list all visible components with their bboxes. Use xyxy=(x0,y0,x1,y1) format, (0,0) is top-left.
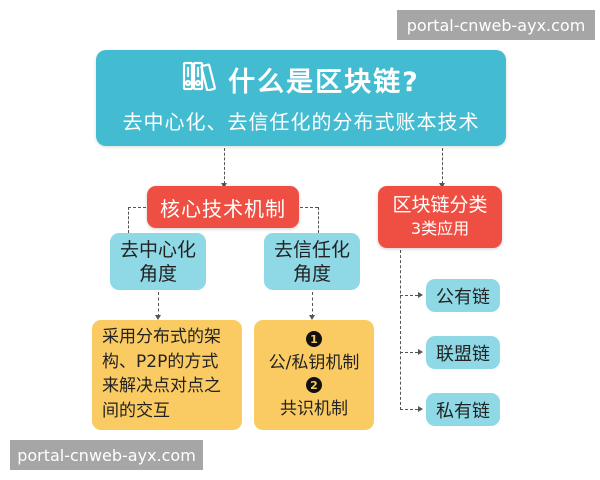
connector-consortium-chain xyxy=(400,352,418,353)
arrow-right-icon xyxy=(418,292,423,298)
decentralization-box: 去中心化 角度 xyxy=(110,233,206,290)
public-private-key-label: 公/私钥机制 xyxy=(268,353,360,373)
decentralization-subtitle: 角度 xyxy=(138,262,177,285)
arrow-right-icon xyxy=(418,406,423,412)
connector-trustless-detail xyxy=(312,292,313,317)
arrow-down-icon xyxy=(155,315,161,320)
trustless-subtitle: 角度 xyxy=(292,262,331,285)
header-title-row: 什么是区块链? xyxy=(96,60,506,99)
trustless-title: 去信任化 xyxy=(273,238,350,261)
arrow-down-icon xyxy=(439,183,445,188)
header-box: 什么是区块链? 去中心化、去信任化的分布式账本技术 xyxy=(96,50,506,146)
classification-sublabel: 3类应用 xyxy=(410,219,470,238)
arrow-down-icon xyxy=(221,183,227,188)
core-mechanism-box: 核心技术机制 xyxy=(147,186,299,228)
detail-line: 采用分布式的架 xyxy=(102,327,221,347)
connector-header-core xyxy=(224,148,225,184)
detail-line: 间的交互 xyxy=(102,400,170,421)
connector-public-chain xyxy=(400,295,418,296)
private-chain-box: 私有链 xyxy=(426,393,500,426)
arrow-right-icon xyxy=(418,349,423,355)
decentralization-detail-box: 采用分布式的架 构、P2P的方式 来解决点对点之 间的交互 xyxy=(92,320,242,430)
connector-core-left-down xyxy=(128,207,129,233)
connector-core-right xyxy=(300,207,318,208)
connector-header-classification xyxy=(442,148,443,184)
public-chain-box: 公有链 xyxy=(426,279,500,312)
trustless-detail-box: 1 公/私钥机制 2 共识机制 xyxy=(254,320,374,430)
connector-decentralization-detail xyxy=(158,292,159,317)
detail-line: 构、P2P的方式 xyxy=(102,351,219,372)
private-chain-label: 私有链 xyxy=(436,400,490,422)
connector-core-right-down xyxy=(318,207,319,233)
connector-classification-trunk xyxy=(400,250,401,410)
number-two-badge-icon: 2 xyxy=(306,377,322,393)
header-title: 什么是区块链? xyxy=(228,67,420,98)
trustless-box: 去信任化 角度 xyxy=(264,233,360,290)
consortium-chain-box: 联盟链 xyxy=(426,336,500,369)
binders-icon xyxy=(182,61,220,98)
watermark-top: portal-cnweb-ayx.com xyxy=(397,10,595,40)
connector-private-chain xyxy=(400,409,418,410)
header-subtitle: 去中心化、去信任化的分布式账本技术 xyxy=(122,110,480,134)
connector-core-left xyxy=(128,207,146,208)
arrow-down-icon xyxy=(309,315,315,320)
watermark-bottom: portal-cnweb-ayx.com xyxy=(10,440,203,470)
number-one-badge-icon: 1 xyxy=(306,331,322,347)
classification-box: 区块链分类 3类应用 xyxy=(378,186,502,248)
public-chain-label: 公有链 xyxy=(436,286,490,308)
core-mechanism-label: 核心技术机制 xyxy=(160,196,286,221)
classification-label: 区块链分类 xyxy=(392,194,488,216)
consortium-chain-label: 联盟链 xyxy=(436,343,490,365)
consensus-label: 共识机制 xyxy=(280,399,348,419)
detail-line: 来解决点对点之 xyxy=(102,376,221,396)
decentralization-title: 去中心化 xyxy=(119,238,196,261)
